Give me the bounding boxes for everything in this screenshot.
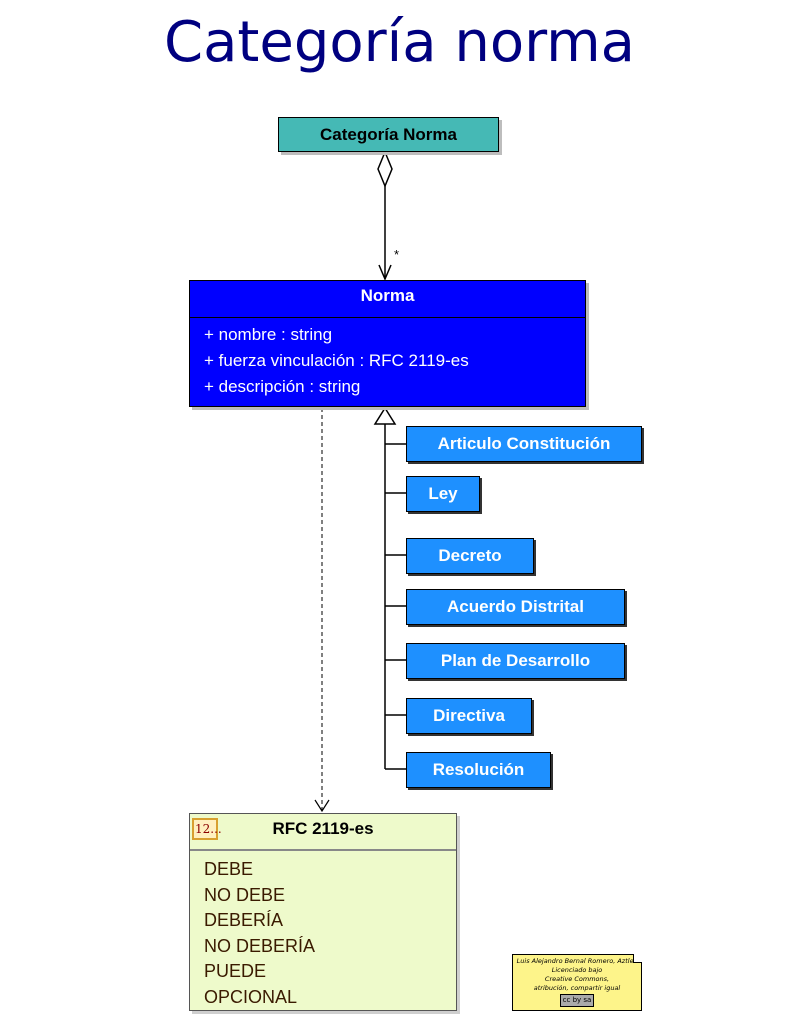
literal: DEBERÍA (204, 910, 284, 930)
note-line: Licenciado bajo (551, 966, 603, 974)
class-categoria-norma[interactable]: Categoría Norma (278, 117, 499, 152)
subclass-directiva[interactable]: Directiva (406, 698, 532, 734)
subclass-decreto[interactable]: Decreto (406, 538, 534, 574)
attribute: + fuerza vinculación : RFC 2119-es (204, 351, 469, 370)
attribute: + nombre : string (204, 325, 333, 344)
note-fold-icon (633, 954, 642, 963)
literal: NO DEBERÍA (204, 935, 316, 956)
note-line: atribución, compartir igual (533, 984, 621, 992)
aggregation-arrowhead (378, 264, 392, 281)
subclass-plan-de-desarrollo[interactable]: Plan de Desarrollo (406, 643, 625, 679)
literal: NO DEBE (204, 884, 286, 905)
cc-by-sa-badge-icon: cc by sa (560, 994, 594, 1007)
generalization-branches (385, 443, 406, 770)
literal: DEBE (204, 859, 254, 879)
enumeration-name: RFC 2119-es (272, 819, 374, 838)
literal: PUEDE (204, 961, 267, 981)
multiplicity-label: * (394, 247, 399, 262)
enumeration-header: 12... RFC 2119-es (190, 814, 456, 851)
class-norma-name: Norma (190, 281, 585, 318)
enumeration-rfc-2119-es[interactable]: 12... RFC 2119-es DEBE NO DEBE DEBERÍA N… (189, 813, 457, 1011)
aggregation-diamond (377, 150, 393, 188)
note-line: Creative Commons, (544, 975, 610, 983)
note-line: Luis Alejandro Bernal Romero, Aztlek (516, 957, 638, 965)
enumeration-literals: DEBE NO DEBE DEBERÍA NO DEBERÍA PUEDE OP… (190, 851, 456, 1010)
class-norma[interactable]: Norma + nombre : string + fuerza vincula… (189, 280, 586, 407)
dependency-arrowhead (314, 799, 330, 813)
subclass-articulo-constitucion[interactable]: Articulo Constitución (406, 426, 642, 462)
license-note: Luis Alejandro Bernal Romero, Aztlek Lic… (512, 954, 642, 1011)
generalization-triangle (373, 406, 397, 425)
subclass-resolucion[interactable]: Resolución (406, 752, 551, 788)
literal: OPCIONAL (204, 986, 298, 1007)
subclass-ley[interactable]: Ley (406, 476, 480, 512)
attribute: + descripción : string (204, 377, 361, 396)
diagram-title: Categoría norma (164, 10, 635, 75)
subclass-acuerdo-distrital[interactable]: Acuerdo Distrital (406, 589, 625, 625)
class-norma-attributes: + nombre : string + fuerza vinculación :… (190, 318, 585, 400)
enumeration-icon: 12... (192, 818, 222, 840)
